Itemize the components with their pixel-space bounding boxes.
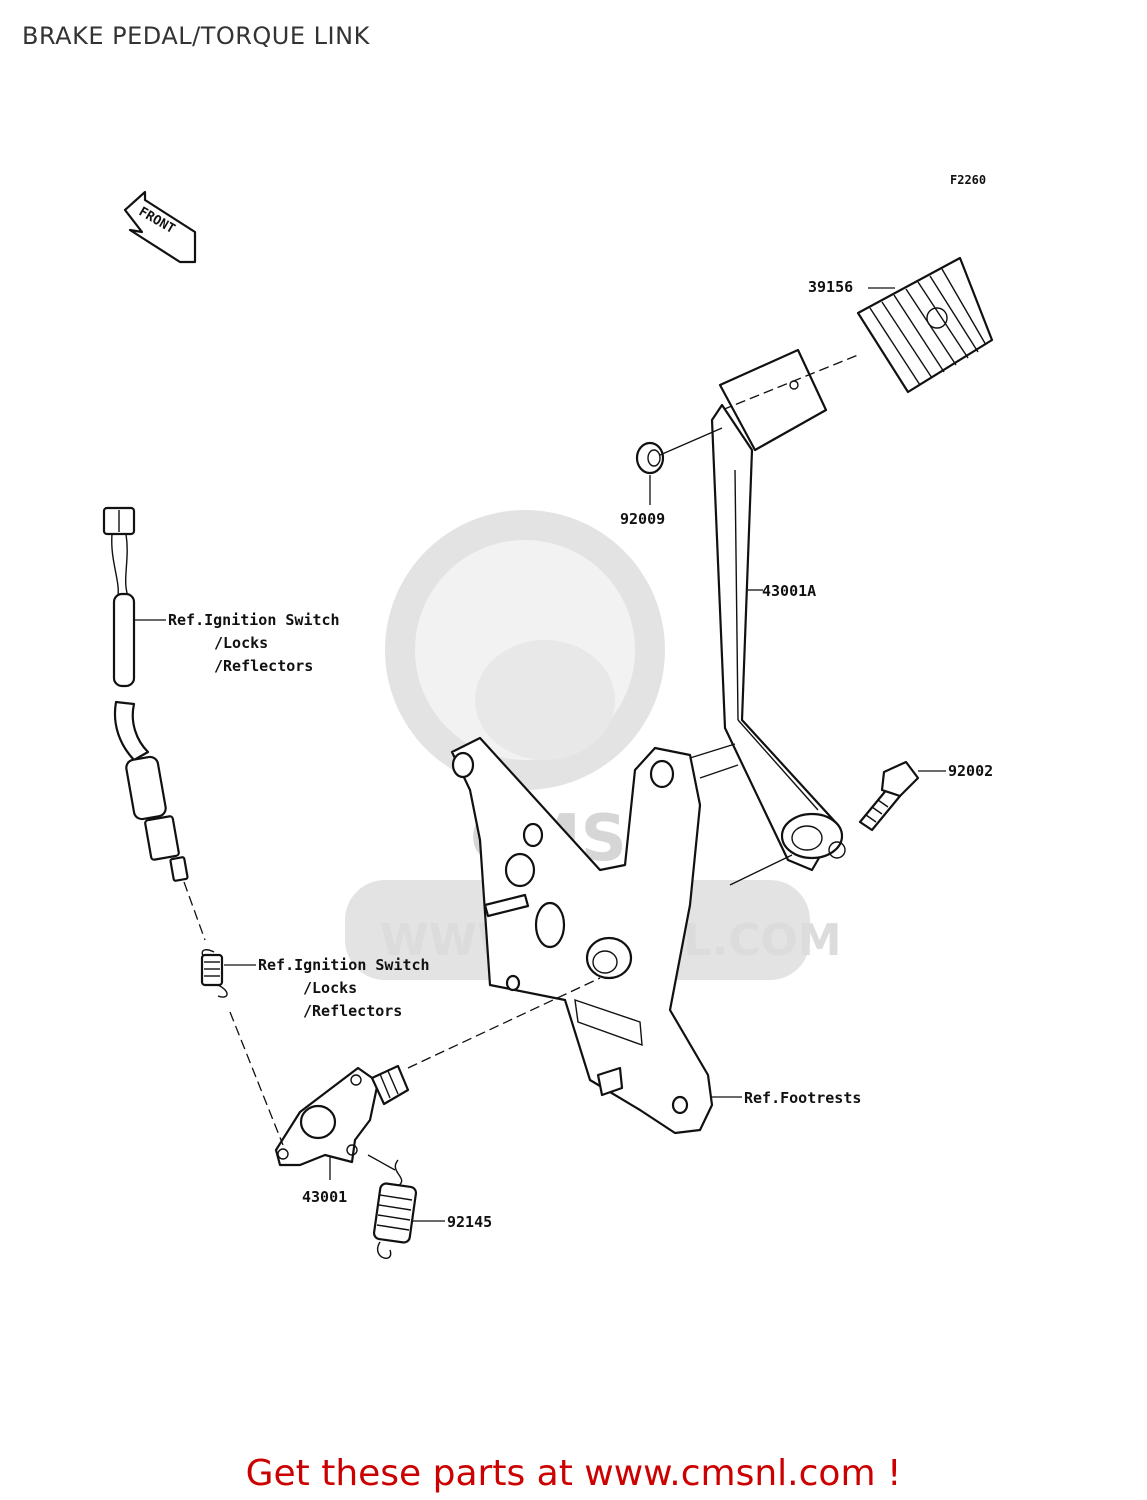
front-arrow-icon: FRONT [123,190,197,264]
ref-label-ignition-switch-2: Ref.Ignition Switch /Locks /Reflectors [258,956,430,1020]
washer [635,441,665,475]
return-spring [372,1159,418,1259]
torque-link [274,1064,410,1167]
part-label-92002: 92002 [948,762,993,780]
part-label-39156: 39156 [808,278,853,296]
footrest-bracket [450,736,739,1135]
svg-text:/Locks: /Locks [214,634,268,652]
bolt [858,760,920,832]
svg-text:/Reflectors: /Reflectors [214,657,313,675]
part-label-92145: 92145 [447,1213,492,1231]
svg-text:Ref.Ignition Switch: Ref.Ignition Switch [258,956,430,974]
svg-text:/Reflectors: /Reflectors [303,1002,402,1020]
ref-label-ignition-switch-1: Ref.Ignition Switch /Locks /Reflectors [168,611,340,675]
footer-link-text[interactable]: Get these parts at www.cmsnl.com ! [245,1453,902,1494]
svg-text:/Locks: /Locks [303,979,357,997]
part-label-43001: 43001 [302,1188,347,1206]
part-label-92009: 92009 [620,510,665,528]
svg-text:Ref.Ignition Switch: Ref.Ignition Switch [168,611,340,629]
ref-label-footrests: Ref.Footrests [744,1089,861,1107]
brake-pedal-rubber [856,256,994,394]
figure-code: F2260 [950,173,986,187]
brake-pedal-arm [710,403,846,872]
brake-light-switch [102,506,189,882]
page-title: BRAKE PEDAL/TORQUE LINK [22,22,370,50]
part-label-43001A: 43001A [762,582,816,600]
switch-spring [200,949,228,998]
